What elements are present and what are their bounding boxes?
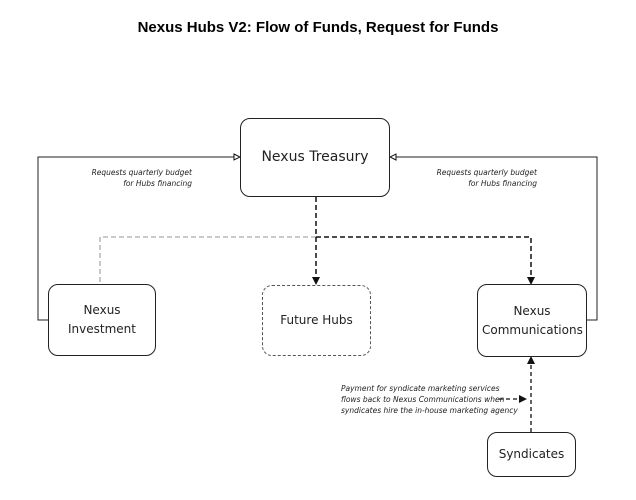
diagram-title: Nexus Hubs V2: Flow of Funds, Request fo… (137, 19, 499, 36)
right-request-note: Requests quarterly budget for Hubs finan… (405, 167, 537, 189)
left-request-note: Requests quarterly budget for Hubs finan… (60, 167, 192, 189)
payment-note-line1: Payment for syndicate marketing services (341, 384, 500, 393)
right-request-note-line1: Requests quarterly budget (436, 168, 537, 177)
payment-note: Payment for syndicate marketing services… (341, 383, 518, 416)
future-hubs-node: Future Hubs (262, 285, 371, 356)
payment-note-line3: syndicates hire the in-house marketing a… (341, 406, 518, 415)
future-hubs-label: Future Hubs (280, 313, 353, 328)
communications-to-treasury-request-line (390, 157, 598, 321)
nexus-investment-node: Nexus Investment (48, 284, 156, 356)
nexus-communications-label: Nexus Communications (482, 303, 583, 337)
syndicates-label: Syndicates (498, 447, 565, 462)
nexus-treasury-label: Nexus Treasury (261, 148, 369, 165)
treasury-to-communications-line (316, 236, 535, 285)
nexus-investment-label: Nexus Investment (68, 303, 136, 336)
payment-note-line2: flows back to Nexus Communications when (341, 395, 505, 404)
nexus-communications-node: Nexus Communications (477, 284, 587, 357)
left-request-note-line1: Requests quarterly budget (91, 168, 192, 177)
left-request-note-line2: for Hubs financing (123, 179, 192, 188)
treasury-to-investment-funding-line (99, 236, 316, 284)
syndicates-node: Syndicates (487, 432, 576, 477)
right-request-note-line2: for Hubs financing (468, 179, 537, 188)
investment-to-treasury-request-line (37, 157, 240, 321)
nexus-treasury-node: Nexus Treasury (240, 118, 390, 197)
